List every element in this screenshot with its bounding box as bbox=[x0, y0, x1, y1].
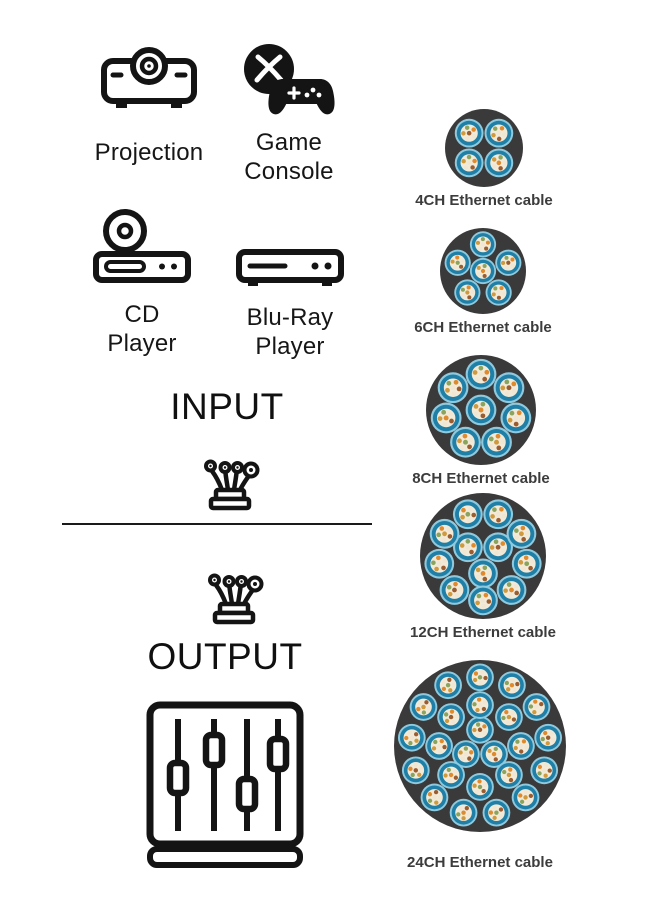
cable-label-6ch: 6CH Ethernet cable bbox=[414, 319, 552, 336]
cable-cross-section-8ch-icon bbox=[426, 355, 536, 465]
cable-label-8ch: 8CH Ethernet cable bbox=[412, 470, 550, 487]
device-label-projection: Projection bbox=[94, 139, 204, 166]
cable-cross-section-12ch-icon bbox=[420, 493, 546, 619]
device-game-console: Game Console bbox=[230, 42, 348, 187]
device-label-cd-player: CD Player bbox=[107, 301, 177, 358]
cd-player-icon bbox=[93, 209, 191, 283]
divider-line bbox=[62, 523, 372, 525]
cable-cross-section-24ch-icon bbox=[394, 660, 566, 832]
cable-12ch: 12CH Ethernet cable bbox=[393, 493, 573, 641]
cable-8ch: 8CH Ethernet cable bbox=[391, 355, 571, 487]
cable-splitter-icon bbox=[208, 573, 264, 625]
cable-splitter-icon bbox=[204, 459, 260, 511]
projector-icon bbox=[101, 47, 197, 108]
cable-24ch: 24CH Ethernet cable bbox=[390, 660, 570, 871]
cable-label-24ch: 24CH Ethernet cable bbox=[407, 854, 553, 871]
cable-label-4ch: 4CH Ethernet cable bbox=[415, 192, 553, 209]
device-label-bluray-player: Blu-Ray Player bbox=[246, 304, 334, 361]
cable-6ch: 6CH Ethernet cable bbox=[393, 228, 573, 336]
device-bluray-player: Blu-Ray Player bbox=[228, 247, 352, 362]
device-cd-player: CD Player bbox=[90, 208, 194, 359]
game-console-icon bbox=[243, 44, 335, 115]
input-title: INPUT bbox=[170, 386, 284, 427]
cable-cross-section-6ch-icon bbox=[440, 228, 526, 314]
audio-mixer-icon bbox=[146, 701, 304, 868]
cable-label-12ch: 12CH Ethernet cable bbox=[410, 624, 556, 641]
cable-cross-section-4ch-icon bbox=[445, 109, 523, 187]
cable-4ch: 4CH Ethernet cable bbox=[394, 109, 574, 209]
bluray-player-icon bbox=[236, 249, 344, 286]
output-title: OUTPUT bbox=[147, 636, 303, 677]
device-projector: Projection bbox=[88, 44, 210, 167]
device-label-game-console: Game Console bbox=[244, 129, 334, 186]
